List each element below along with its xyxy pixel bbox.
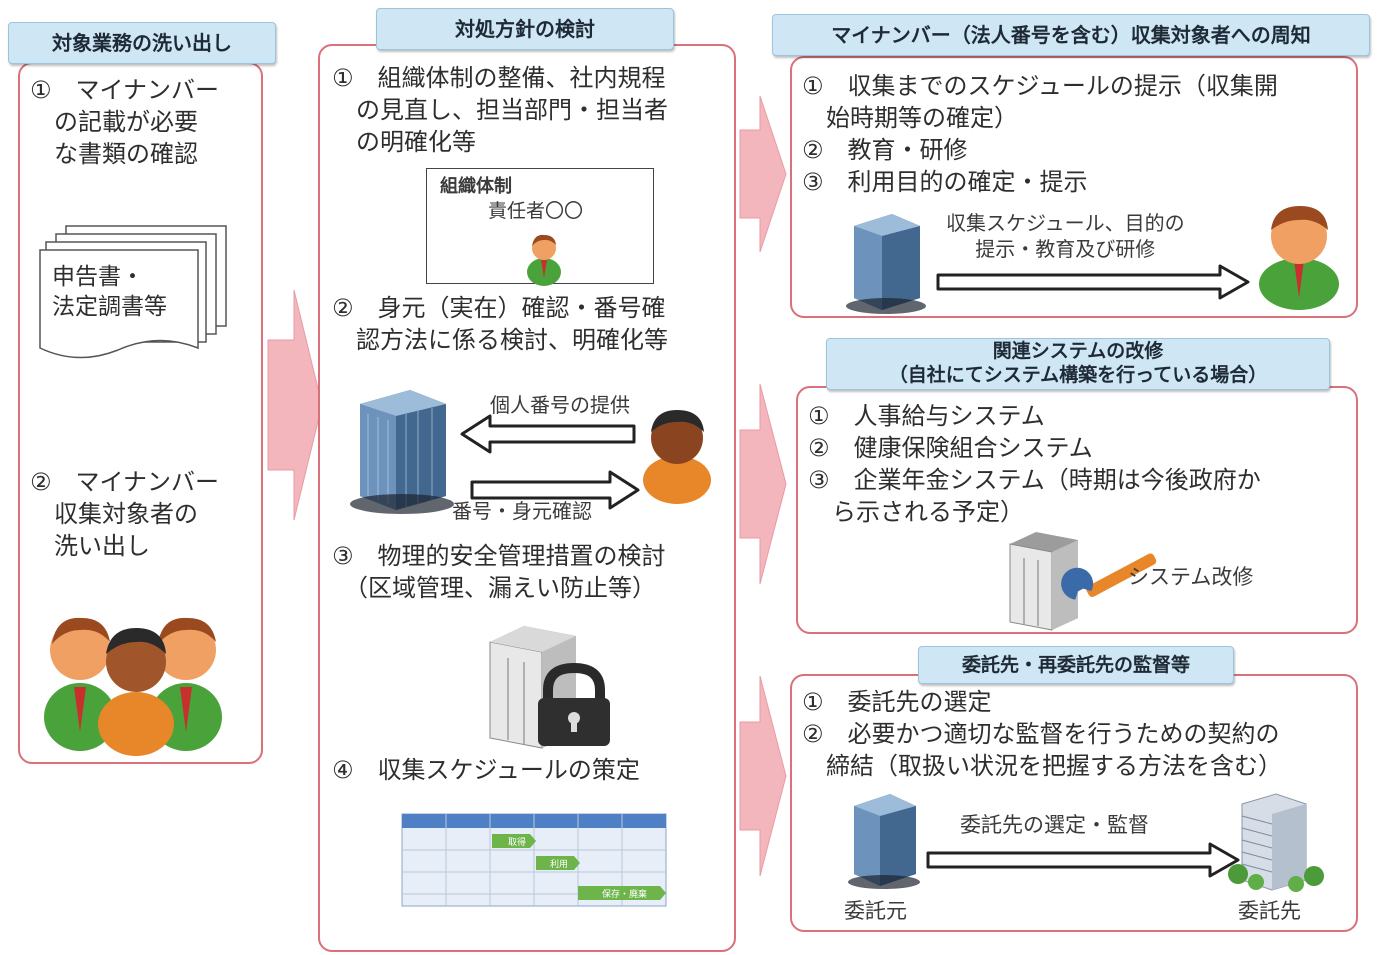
org-chart-person: 責任者〇〇 <box>488 200 584 222</box>
flow-arrow-3 <box>739 383 787 585</box>
right-top-lines: ① 収集までのスケジュールの提示（収集開 始時期等の確定） ② 教育・研修 ③ … <box>802 72 1278 196</box>
flow-arrow-1 <box>267 289 323 521</box>
schedule-table-icon: 取得 利用 保存・廃棄 <box>401 813 667 907</box>
right-bottom-lines: ① 委託先の選定 ② 必要かつ適切な監督を行うための契約の 締結（取扱い状況を把… <box>802 688 1282 780</box>
schedule-bar-label-1: 取得 <box>508 836 526 848</box>
server-lock-icon <box>489 626 610 749</box>
left-item-1: ① マイナンバー の記載が必要 な書類の確認 <box>30 76 220 168</box>
arrow-right-icon-3 <box>926 842 1240 878</box>
right-mid-tag-line1: 関連システムの改修 <box>992 340 1164 362</box>
people-group-icon <box>44 617 222 756</box>
building-icon <box>350 390 454 514</box>
middle-item-2: ② 身元（実在）確認・番号確 認方法に係る検討、明確化等 <box>332 294 668 354</box>
server-wrench-icon <box>1009 532 1157 631</box>
flow-arrow-4 <box>739 675 787 877</box>
schedule-bar-label-3: 保存・廃棄 <box>602 888 647 900</box>
person-icon-dark <box>643 410 711 504</box>
left-item-2: ② マイナンバー 収集対象者の 洗い出し <box>30 468 220 560</box>
middle-item-1: ① 組織体制の整備、社内規程 の見直し、担当部門・担当者 の明確化等 <box>332 64 668 156</box>
right-top-arrow-label: 収集スケジュール、目的の 提示・教育及び研修 <box>946 211 1185 261</box>
middle-panel-tag: 対処方針の検討 <box>376 8 674 50</box>
building-icon-small <box>846 214 926 314</box>
documents-label: 申告書・ 法定調書等 <box>52 264 167 320</box>
repair-label: システム改修 <box>1128 565 1254 589</box>
middle-item-4: ④ 収集スケジュールの策定 <box>332 756 640 784</box>
right-bottom-arrow-label: 委託先の選定・監督 <box>960 813 1149 837</box>
to-label: 委託先 <box>1238 899 1301 923</box>
middle-item-3: ③ 物理的安全管理措置の検討 （区域管理、漏えい防止等） <box>332 542 666 602</box>
person-icon-large <box>1259 206 1339 310</box>
left-panel-tag: 対象業務の洗い出し <box>8 22 276 64</box>
arrow-left-icon <box>460 414 636 454</box>
from-label: 委託元 <box>844 899 907 923</box>
schedule-bar-label-2: 利用 <box>550 858 568 870</box>
documents-icon <box>39 225 227 359</box>
arrow-right-icon-2 <box>936 264 1250 300</box>
right-mid-tag-line2: （自社にてシステム構築を行っている場合） <box>888 364 1268 386</box>
right-mid-lines: ① 人事給与システム ② 健康保険組合システム ③ 企業年金システム（時期は今後… <box>808 402 1261 526</box>
right-mid-tag: 関連システムの改修 （自社にてシステム構築を行っている場合） <box>826 338 1330 390</box>
org-chart-title: 組織体制 <box>440 176 512 197</box>
flow-arrow-2 <box>739 95 787 253</box>
person-icon <box>527 234 561 286</box>
arrow-bottom-label: 番号・身元確認 <box>452 499 592 523</box>
building-icon-contractor <box>1228 793 1324 892</box>
building-icon-client <box>848 794 920 889</box>
right-top-tag: マイナンバー（法人番号を含む）収集対象者への周知 <box>772 14 1370 56</box>
right-bottom-tag: 委託先・再委託先の監督等 <box>918 646 1234 684</box>
arrow-top-label: 個人番号の提供 <box>490 393 630 417</box>
arrow-right-icon <box>470 470 640 510</box>
